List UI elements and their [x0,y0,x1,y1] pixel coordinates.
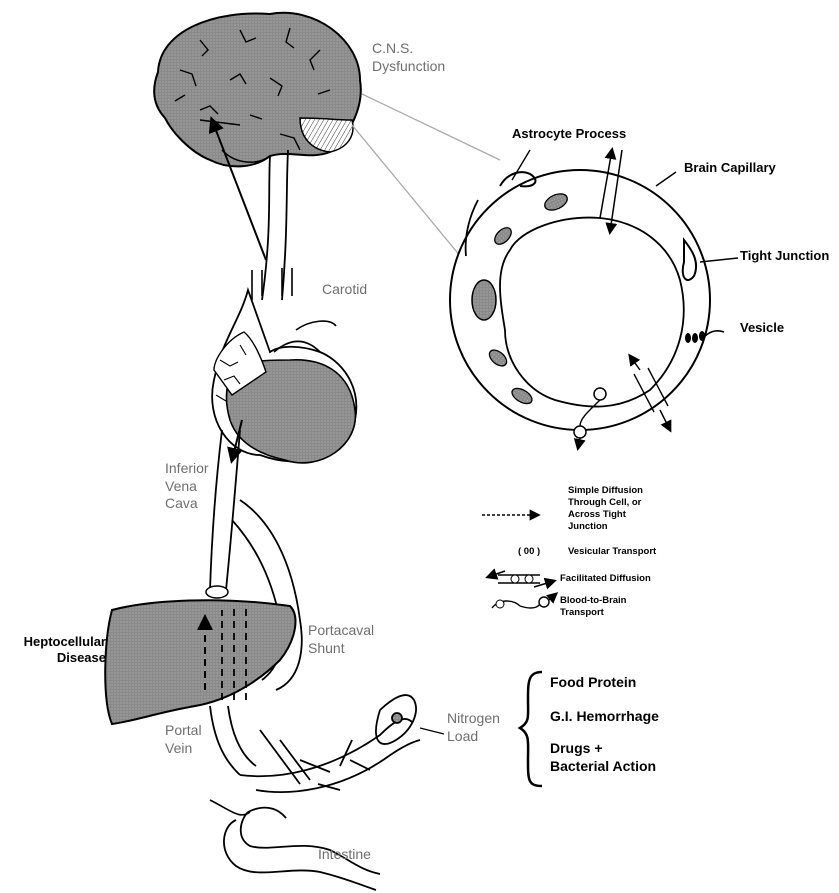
cns-label-line2: Dysfunction [372,58,445,76]
hepatocellular-label-line1: Heptocellular [0,634,106,650]
hepatocellular-label-line2: Disease [0,650,106,666]
portal-label-line1: Portal [165,722,202,740]
nitrogen-label-line2: Load [447,728,500,746]
vesicle-label: Vesicle [740,320,784,336]
nitrogen-load-label: Nitrogen Load [447,710,500,745]
brain-capillary-label: Brain Capillary [684,160,776,176]
ivc-label-line1: Inferior [165,460,209,478]
ivc-label-line3: Cava [165,495,209,513]
carotid-label: Carotid [322,281,367,299]
ivc-label: Inferior Vena Cava [165,460,209,513]
shunt-label-line2: Shunt [308,640,374,658]
legend-blood-to-brain-symbol [492,594,556,608]
brain-capillary-section [450,150,724,448]
legend-facilitated-symbol [488,571,554,587]
portal-label-line2: Vein [165,740,202,758]
legend-simple-line3: Across Tight [568,509,643,521]
astrocyte-label: Astrocyte Process [512,126,626,142]
legend-facilitated: Facilitated Diffusion [560,573,651,585]
nitrogen-brace [520,672,542,786]
legend-simple-line1: Simple Diffusion [568,485,643,497]
liver [105,600,295,724]
legend-simple-line2: Through Cell, or [568,497,643,509]
nitrogen-source-food-protein: Food Protein [550,674,636,692]
legend-vesicular-symbol: ( 00 ) [518,546,540,558]
nitrogen-source-gi-hemorrhage: G.I. Hemorrhage [550,708,659,726]
nitrogen-source-bacterial-action: Bacterial Action [550,758,656,776]
legend-simple-diffusion: Simple Diffusion Through Cell, or Across… [568,485,643,534]
legend-btb-line1: Blood-to-Brain [560,595,627,607]
intestine-label: Intestine [318,846,371,864]
shunt-label-line1: Portacaval [308,622,374,640]
legend-btb-line2: Transport [560,607,627,619]
cns-label-line1: C.N.S. [372,40,445,58]
legend-simple-line4: Junction [568,521,643,533]
legend-blood-to-brain: Blood-to-Brain Transport [560,595,627,619]
hepatocellular-label: Heptocellular Disease [0,634,106,667]
tight-junction-label: Tight Junction [740,248,829,264]
nitrogen-label-line1: Nitrogen [447,710,500,728]
portal-vein-label: Portal Vein [165,722,202,757]
cns-label: C.N.S. Dysfunction [372,40,445,75]
legend-vesicular: Vesicular Transport [568,546,656,558]
portacaval-shunt-label: Portacaval Shunt [308,622,374,657]
nitrogen-source-drugs: Drugs + [550,740,603,758]
brain [154,13,361,167]
ivc-label-line2: Vena [165,478,209,496]
